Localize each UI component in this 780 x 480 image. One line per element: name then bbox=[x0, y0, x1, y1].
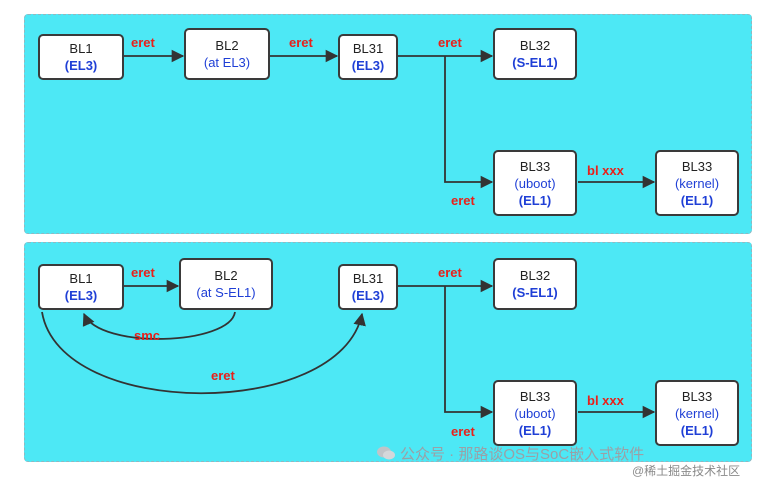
top-node-bl33-kernel: BL33 (kernel) (EL1) bbox=[655, 150, 739, 216]
edge-bottom-bl1-bl31-eret bbox=[41, 311, 366, 395]
bottom-bl33u-name: BL33 bbox=[519, 388, 551, 404]
top-node-bl32: BL32 (S-EL1) bbox=[493, 28, 577, 80]
top-label-bl-xxx: bl xxx bbox=[587, 163, 624, 178]
top-bl33k-sub: (kernel) bbox=[674, 175, 720, 191]
bottom-bl33k-sub: (kernel) bbox=[674, 405, 720, 421]
top-bl2-el: (at EL3) bbox=[203, 55, 251, 70]
bottom-bl31-name: BL31 bbox=[352, 271, 384, 286]
bottom-node-bl1: BL1 (EL3) bbox=[38, 264, 124, 310]
top-bl31-el: (EL3) bbox=[351, 58, 385, 73]
bottom-bl32-el: (S-EL1) bbox=[512, 285, 558, 300]
top-bl32-el: (S-EL1) bbox=[512, 55, 558, 70]
bottom-bl32-name: BL32 bbox=[519, 268, 551, 283]
top-bl33u-sub: (uboot) bbox=[514, 175, 556, 191]
top-label-eret-2: eret bbox=[289, 35, 313, 50]
top-node-bl1: BL1 (EL3) bbox=[38, 34, 124, 80]
top-bl33u-el: (EL1) bbox=[518, 192, 552, 208]
top-label-eret-1: eret bbox=[131, 35, 155, 50]
bottom-label-smc: smc bbox=[134, 328, 161, 343]
bottom-bl2-el: (at S-EL1) bbox=[196, 285, 256, 300]
bottom-bl33k-el: (EL1) bbox=[680, 422, 714, 438]
watermark-text-2: @稀土掘金技术社区 bbox=[632, 464, 741, 478]
top-bl1-name: BL1 bbox=[69, 41, 93, 56]
edge-top-bl31-bl33u bbox=[444, 56, 494, 189]
bottom-bl31-el: (EL3) bbox=[351, 288, 385, 303]
wechat-icon bbox=[377, 446, 395, 460]
top-bl2-name: BL2 bbox=[215, 38, 239, 53]
top-bl33k-el: (EL1) bbox=[680, 192, 714, 208]
top-bl1-el: (EL3) bbox=[64, 58, 98, 73]
top-node-bl31: BL31 (EL3) bbox=[338, 34, 398, 80]
bottom-label-eret-2: eret bbox=[211, 368, 235, 383]
edge-bottom-bl31-bl33u bbox=[444, 286, 494, 419]
top-node-bl2: BL2 (at EL3) bbox=[184, 28, 270, 80]
bottom-node-bl33-uboot: BL33 (uboot) (EL1) bbox=[493, 380, 577, 446]
bottom-bl33u-sub: (uboot) bbox=[514, 405, 556, 421]
top-node-bl33-uboot: BL33 (uboot) (EL1) bbox=[493, 150, 577, 216]
bottom-bl1-el: (EL3) bbox=[64, 288, 98, 303]
bottom-bl33u-el: (EL1) bbox=[518, 422, 552, 438]
bottom-node-bl33-kernel: BL33 (kernel) (EL1) bbox=[655, 380, 739, 446]
top-bl31-name: BL31 bbox=[352, 41, 384, 56]
bottom-bl2-name: BL2 bbox=[214, 268, 238, 283]
bottom-label-eret-1: eret bbox=[131, 265, 155, 280]
edge-bottom-bl2-bl1-smc bbox=[82, 311, 236, 340]
bottom-label-eret-4: eret bbox=[451, 424, 475, 439]
bottom-node-bl32: BL32 (S-EL1) bbox=[493, 258, 577, 310]
top-bl33u-name: BL33 bbox=[519, 158, 551, 174]
bottom-bl1-name: BL1 bbox=[69, 271, 93, 286]
bottom-node-bl31: BL31 (EL3) bbox=[338, 264, 398, 310]
top-label-eret-3: eret bbox=[438, 35, 462, 50]
top-bl32-name: BL32 bbox=[519, 38, 551, 53]
watermark-text: 公众号 · 那路谈OS与SoC嵌入式软件 bbox=[400, 446, 645, 463]
bottom-label-eret-3: eret bbox=[438, 265, 462, 280]
top-label-eret-4: eret bbox=[451, 193, 475, 208]
bottom-label-bl-xxx: bl xxx bbox=[587, 393, 624, 408]
bottom-node-bl2: BL2 (at S-EL1) bbox=[179, 258, 273, 310]
bottom-bl33k-name: BL33 bbox=[681, 388, 713, 404]
top-bl33k-name: BL33 bbox=[681, 158, 713, 174]
